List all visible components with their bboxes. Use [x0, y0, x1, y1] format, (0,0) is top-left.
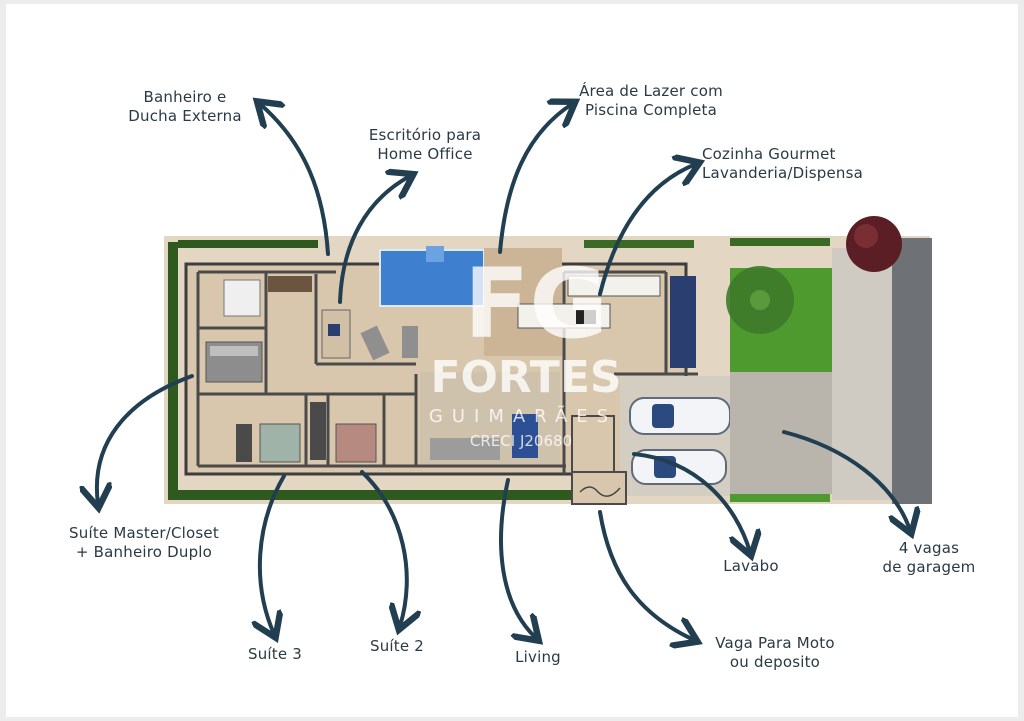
- suite2-bed: [335, 423, 377, 463]
- inner-walls: [196, 270, 698, 474]
- architect-signature: [579, 486, 621, 497]
- bath-fixture-1: [223, 279, 261, 317]
- arrow-banheiro: [260, 104, 330, 256]
- suite2-closet: [310, 402, 326, 460]
- label-area-lazer: Área de Lazer com Piscina Completa: [579, 82, 723, 119]
- deck-chair-1: [360, 325, 390, 361]
- palm-tree-center: [750, 290, 770, 310]
- car-1: [629, 397, 731, 435]
- label-suite-master: Suíte Master/Closet + Banheiro Duplo: [69, 524, 219, 561]
- label-suite3: Suíte 3: [247, 645, 303, 663]
- floor-plan-drawing: [6, 4, 932, 717]
- label-cozinha: Cozinha Gourmet Lavanderia/Dispensa: [702, 145, 864, 182]
- cooktop: [576, 310, 596, 324]
- arrow-garagem: [782, 430, 910, 530]
- laundry: [670, 276, 696, 368]
- watermark-creci: CRECI J20680: [469, 432, 573, 450]
- deck-chair-2: [402, 326, 418, 358]
- hedge-top-left: [178, 240, 318, 248]
- arrow-suite-master: [97, 374, 194, 504]
- pool-step: [426, 246, 444, 262]
- arrow-suite3: [260, 474, 286, 634]
- label-suite2: Suíte 2: [369, 637, 425, 655]
- label-lavabo: Lavabo: [723, 557, 779, 575]
- suite3-closet: [236, 424, 252, 462]
- dining-table: [512, 414, 538, 458]
- hedge-top-right: [584, 240, 694, 248]
- label-garagem: 4 vagas de garagem: [882, 539, 976, 576]
- lawn-bottom: [730, 494, 830, 502]
- street: [892, 238, 932, 504]
- label-vaga-moto: Vaga Para Moto ou deposito: [715, 634, 835, 671]
- tree-highlight: [854, 224, 878, 248]
- deck: [484, 248, 562, 356]
- hedge-bottom: [168, 490, 572, 500]
- closet: [268, 276, 312, 292]
- arrow-moto: [598, 510, 694, 640]
- label-banheiro-ducha: Banheiro e Ducha Externa: [128, 88, 242, 125]
- watermark-logo: FG: [463, 248, 609, 360]
- hedge-front: [730, 238, 830, 246]
- label-living: Living: [515, 648, 561, 666]
- watermark-sub: GUIMARÃES: [428, 406, 618, 427]
- arrow-living: [499, 478, 536, 638]
- watermark-name: FORTES: [430, 352, 622, 403]
- hedge-left: [168, 242, 178, 500]
- master-bed-pillow: [210, 346, 258, 356]
- arrow-suite2: [360, 470, 407, 626]
- kitchen-counter: [567, 275, 661, 297]
- label-escritorio: Escritório para Home Office: [368, 126, 482, 163]
- sidewalk: [832, 248, 892, 500]
- arrow-escritorio: [338, 176, 410, 304]
- moto-area: [571, 471, 627, 505]
- sofa: [430, 438, 500, 460]
- floor-plan-diagram: FG FORTES GUIMARÃES CRECI J20680 Banheir…: [6, 4, 1018, 717]
- suite3-bed: [259, 423, 301, 463]
- car-1-window: [652, 404, 674, 428]
- office-chair: [328, 324, 340, 336]
- arrow-lazer: [498, 104, 572, 254]
- arrow-cozinha: [598, 164, 696, 296]
- lavabo-room: [571, 415, 615, 473]
- arrow-lavabo: [632, 452, 750, 552]
